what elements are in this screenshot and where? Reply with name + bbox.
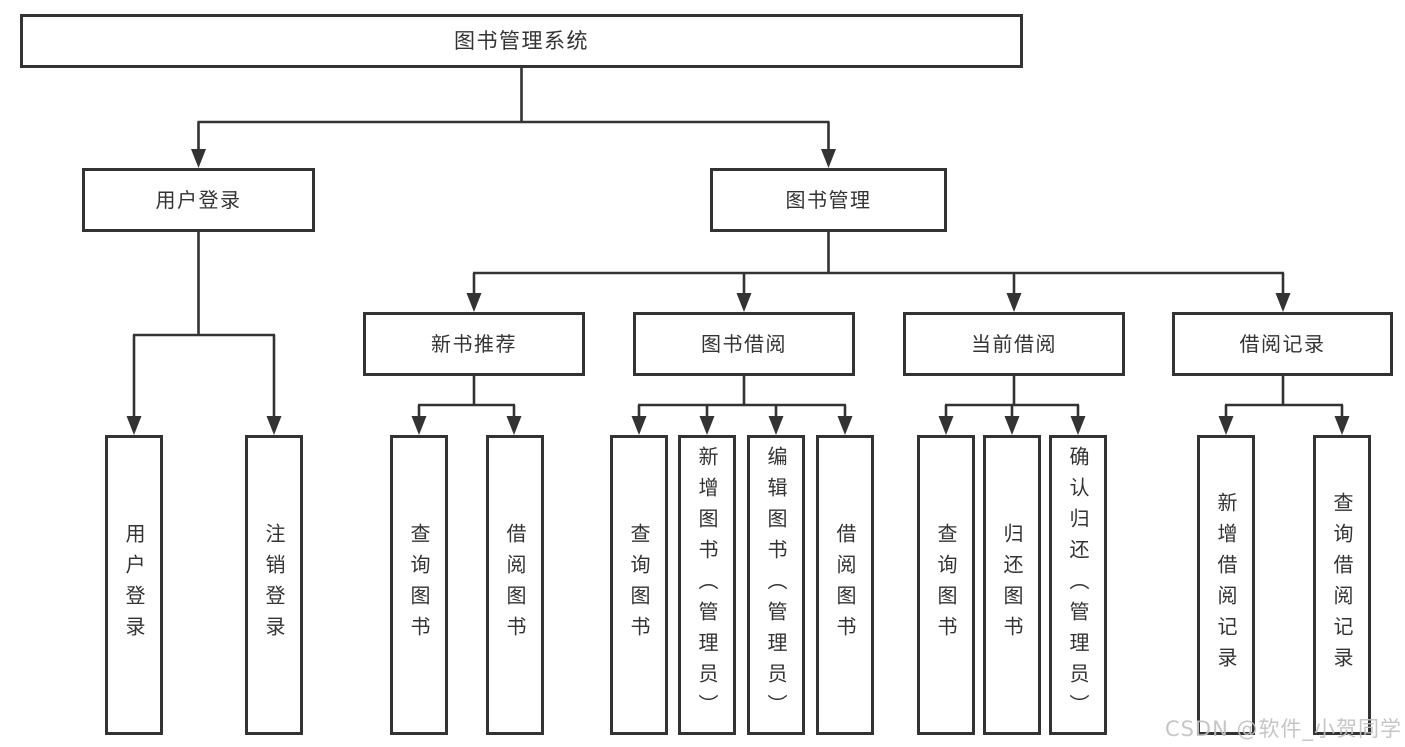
connector-new-book-to-leaves — [417, 376, 516, 419]
node-current-borrowing: 当前借阅 — [903, 312, 1125, 376]
node-library-management-system: 图书管理系统 — [20, 14, 1023, 68]
connector-book-management-to-level3 — [472, 232, 1285, 296]
connector-book-borrow-to-leaves — [637, 376, 847, 419]
node-new-book-recommendation: 新书推荐 — [363, 312, 585, 376]
leaf-query-books-recommend: 查询图书 — [390, 435, 448, 735]
leaf-query-books-current: 查询图书 — [917, 435, 975, 735]
leaf-borrow-books: 借阅图书 — [816, 435, 874, 735]
connector-records-to-leaves — [1224, 376, 1344, 419]
leaf-confirm-return-admin: 确认归还（管理员） — [1049, 435, 1107, 735]
leaf-query-books-borrow: 查询图书 — [610, 435, 668, 735]
node-book-borrowing: 图书借阅 — [633, 312, 855, 376]
connector-root-to-level2 — [197, 68, 830, 152]
leaf-user-login: 用户登录 — [105, 435, 163, 735]
connector-user-login-to-leaves — [132, 232, 276, 419]
leaf-query-borrow-record: 查询借阅记录 — [1313, 435, 1371, 735]
leaf-add-book-admin: 新增图书（管理员） — [678, 435, 736, 735]
node-user-login: 用户登录 — [82, 168, 315, 232]
node-borrowing-records: 借阅记录 — [1172, 312, 1393, 376]
leaf-logout: 注销登录 — [245, 435, 303, 735]
leaf-edit-book-admin: 编辑图书（管理员） — [747, 435, 805, 735]
leaf-return-book: 归还图书 — [983, 435, 1041, 735]
leaf-borrow-books-recommend: 借阅图书 — [486, 435, 544, 735]
leaf-add-borrow-record: 新增借阅记录 — [1197, 435, 1255, 735]
csdn-watermark: CSDN @软件_小贺同学 — [1164, 717, 1402, 741]
connector-current-borrow-to-leaves — [944, 376, 1080, 419]
node-book-management: 图书管理 — [710, 168, 947, 232]
